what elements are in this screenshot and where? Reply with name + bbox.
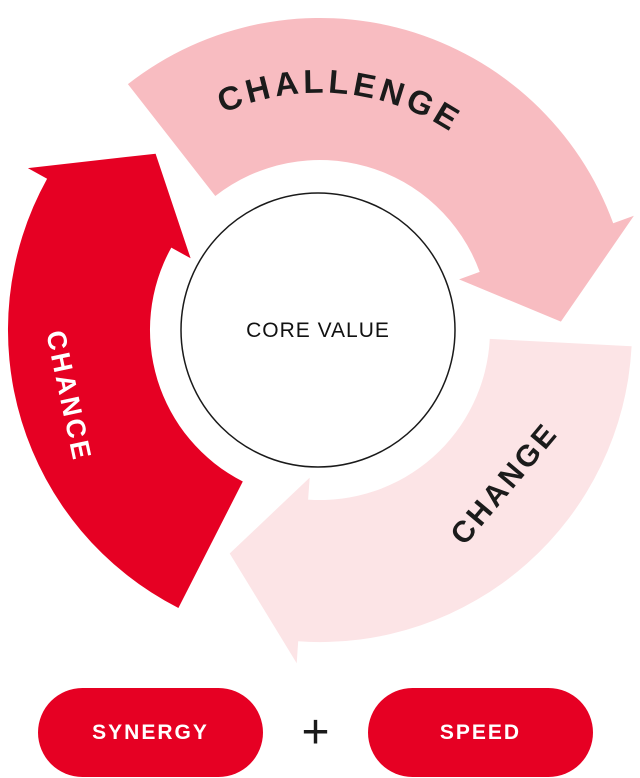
change-arrow	[229, 338, 632, 664]
plus-icon: +	[301, 706, 330, 759]
speed-badge: SPEED	[368, 688, 593, 777]
cycle-diagram: CHALLENGE CHANGE CHANCE CORE VALUE	[7, 17, 634, 664]
challenge-arrow	[127, 17, 634, 322]
chance-arrow	[7, 153, 243, 608]
synergy-badge-label: SYNERGY	[92, 720, 209, 744]
speed-badge-label: SPEED	[439, 720, 522, 744]
synergy-badge: SYNERGY	[38, 688, 263, 777]
core-value-label: CORE VALUE	[246, 319, 390, 342]
core-value-circle	[180, 192, 456, 468]
